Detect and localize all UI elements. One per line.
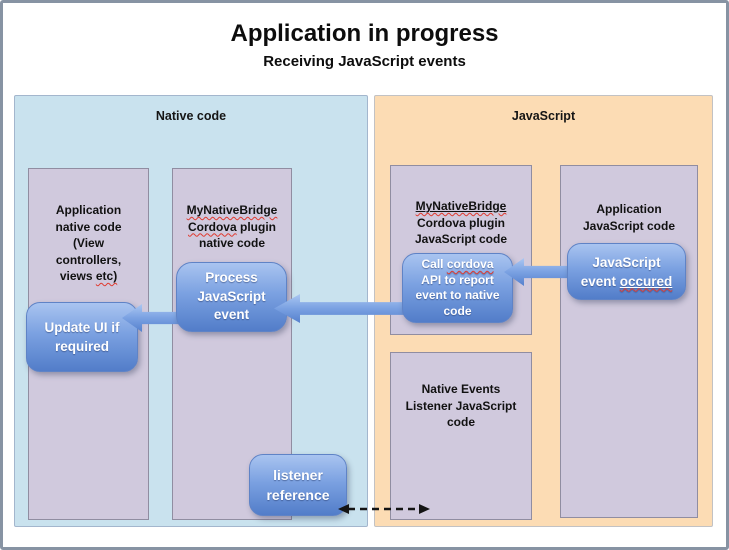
node-process-javascript-event: Process JavaScript event xyxy=(176,262,287,332)
page-subtitle: Receiving JavaScript events xyxy=(263,53,466,70)
misspelled-word: MyNativeBridge xyxy=(186,203,278,217)
node-javascript-event-occurred: JavaScript event occured xyxy=(567,243,686,300)
node-text-line: reference xyxy=(266,487,330,503)
box-text-line: native code xyxy=(55,219,122,234)
box-text-line: code xyxy=(446,415,475,429)
misspelled-word: Cordova xyxy=(187,219,237,234)
misspelled-word: etc) xyxy=(95,269,118,283)
node-text-line: JavaScript xyxy=(592,254,661,270)
node-text-line: JavaScript xyxy=(197,288,266,304)
node-text-line: Call cordova xyxy=(421,257,494,271)
box-text-line: controllers, xyxy=(55,252,122,267)
box-text-line: Listener JavaScript xyxy=(405,398,517,413)
box-text-line: JavaScript code xyxy=(414,232,508,246)
node-text-line: Update UI if xyxy=(44,320,120,335)
node-text-line: event to native xyxy=(415,288,500,302)
node-text-line: required xyxy=(54,339,109,354)
box-text-line: MyNativeBridge xyxy=(391,198,531,215)
node-text-line: event occured xyxy=(580,273,673,289)
box-text-line: views etc) xyxy=(59,269,118,283)
box-text-line: MyNativeBridge xyxy=(173,202,291,219)
box-text-line: Application xyxy=(596,202,662,216)
dashed-double-arrow xyxy=(338,504,430,514)
node-text-line: Process xyxy=(205,270,258,286)
box-text-line: Application xyxy=(55,203,122,217)
node-call-cordova-api: Call cordova API to report event to nati… xyxy=(402,253,513,323)
box-text-line: Native Events xyxy=(421,382,501,396)
page-title: Application in progress xyxy=(230,20,499,47)
misspelled-word: MyNativeBridge xyxy=(415,199,507,213)
panel-native-code-label: Native code xyxy=(155,109,227,123)
node-listener-reference: listener reference xyxy=(249,454,347,516)
node-text-line: API to report xyxy=(421,272,494,287)
misspelled-word: cordova xyxy=(446,257,494,271)
panel-javascript-label: JavaScript xyxy=(511,109,576,123)
box-text-line: Cordova plugin xyxy=(187,219,276,234)
node-update-ui: Update UI if required xyxy=(26,302,138,372)
node-text-line: event xyxy=(213,307,250,323)
node-text-line: listener xyxy=(273,466,323,483)
box-text-line: JavaScript code xyxy=(582,218,676,233)
box-text-line: native code xyxy=(198,236,266,250)
box-application-javascript-code: Application JavaScript code xyxy=(560,165,698,518)
misspelled-word: occured xyxy=(619,273,673,289)
box-native-events-listener: Native Events Listener JavaScript code xyxy=(390,352,532,520)
box-text-line: (View xyxy=(72,236,105,250)
box-text-line: Cordova plugin xyxy=(417,215,505,230)
node-text-line: code xyxy=(443,303,472,318)
